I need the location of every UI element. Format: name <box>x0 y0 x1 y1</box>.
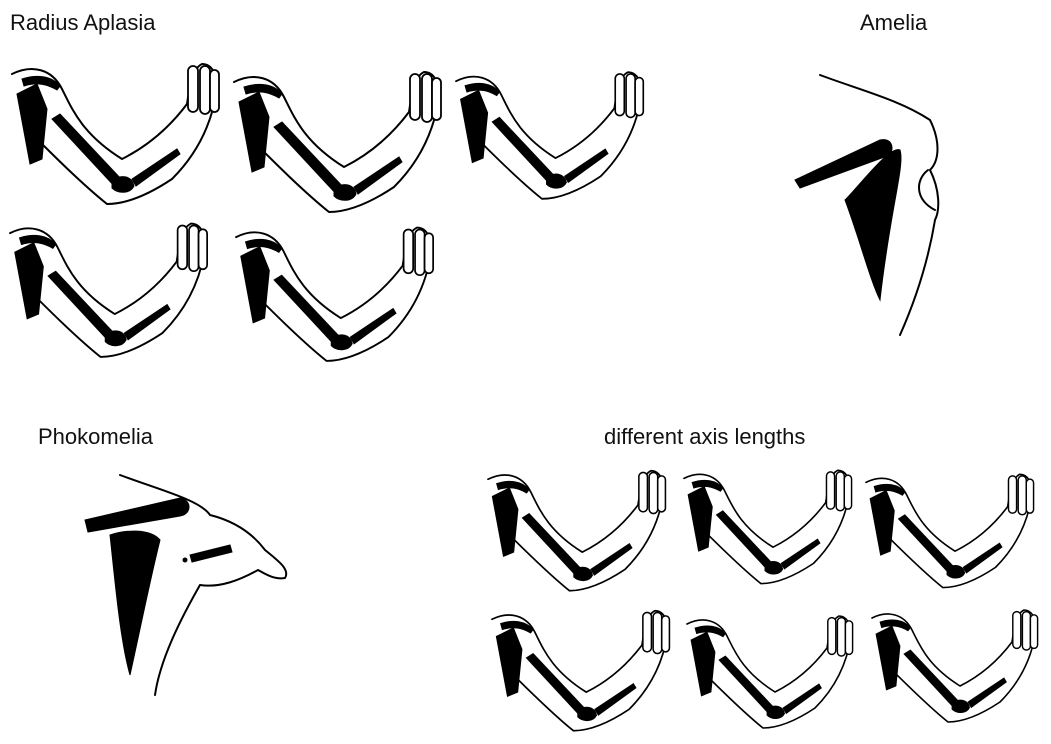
radius-aplasia-arm-3 <box>456 70 646 210</box>
axis-length-arm-5 <box>686 616 856 736</box>
radius-aplasia-arm-2 <box>234 72 444 222</box>
label-different-axis-lengths: different axis lengths <box>604 424 805 450</box>
axis-length-arm-2 <box>684 466 854 596</box>
label-radius-aplasia: Radius Aplasia <box>10 10 156 36</box>
axis-length-arm-6 <box>866 610 1046 730</box>
radius-aplasia-arm-1 <box>12 64 222 214</box>
radius-aplasia-arm-5 <box>236 224 436 374</box>
axis-length-arm-3 <box>866 470 1036 600</box>
phokomelia-diagram <box>80 470 310 700</box>
axis-length-arm-1 <box>488 470 668 600</box>
axis-length-arm-4 <box>492 610 672 740</box>
amelia-diagram <box>790 70 960 340</box>
label-amelia: Amelia <box>860 10 927 36</box>
label-phokomelia: Phokomelia <box>38 424 153 450</box>
radius-aplasia-arm-4 <box>10 220 210 370</box>
